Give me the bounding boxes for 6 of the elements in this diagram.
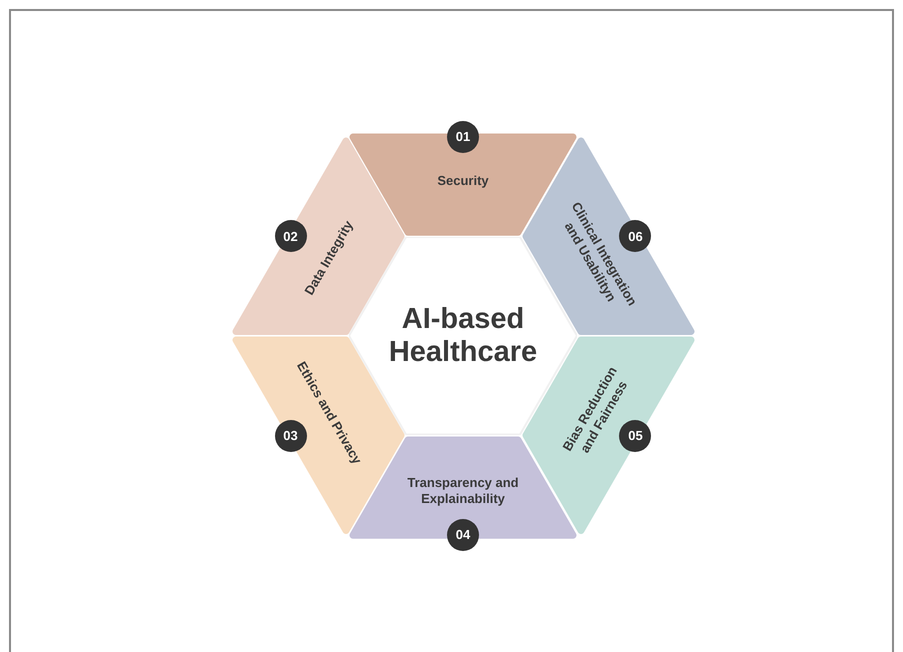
number-badge: 01 (447, 120, 479, 153)
segment-label: Transparency and Explainability (406, 474, 520, 507)
number-badge: 02 (274, 220, 306, 252)
center-title: AI-based Healthcare (388, 302, 538, 369)
segment-label: Security (436, 172, 490, 189)
number-badge: 04 (447, 519, 479, 552)
